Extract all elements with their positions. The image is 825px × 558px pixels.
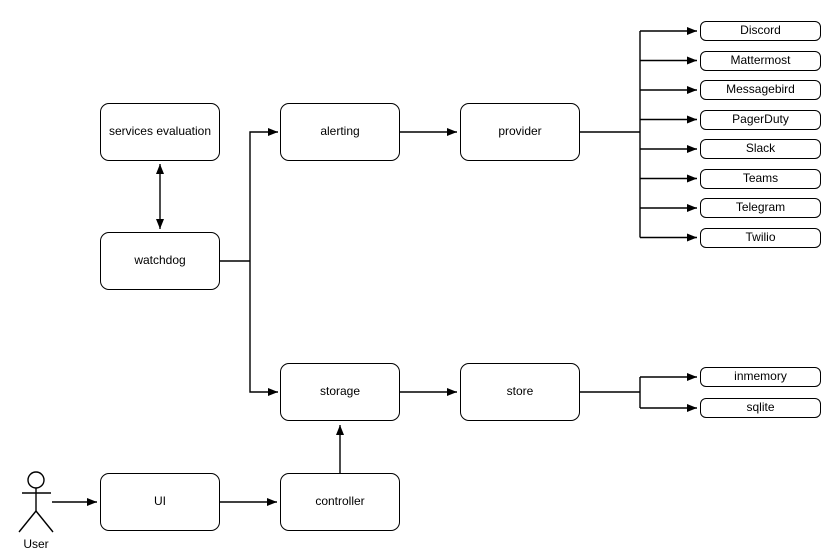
node-store-inmemory: inmemory: [700, 367, 821, 387]
node-provider-messagebird: Messagebird: [700, 80, 821, 100]
user-actor-label: User: [23, 537, 49, 551]
node-store-sqlite: sqlite: [700, 398, 821, 418]
node-alerting: alerting: [280, 103, 400, 161]
node-controller: controller: [280, 473, 400, 531]
node-provider-twilio: Twilio: [700, 227, 821, 248]
node-ui: UI: [100, 473, 220, 531]
edge-watchdog-alerting: [249, 128, 278, 261]
node-storage: storage: [280, 363, 400, 421]
node-provider: provider: [460, 103, 580, 161]
node-provider-teams: Teams: [700, 168, 821, 189]
node-provider-slack: Slack: [700, 139, 821, 159]
node-provider-mattermost: Mattermost: [700, 50, 821, 71]
edge-watchdog-storage: [249, 261, 278, 396]
node-watchdog: watchdog: [100, 232, 220, 290]
node-provider-telegram: Telegram: [700, 198, 821, 218]
node-store: store: [460, 363, 580, 421]
node-provider-discord: Discord: [700, 21, 821, 41]
user-actor-icon: [18, 471, 54, 533]
node-provider-pagerduty: PagerDuty: [700, 109, 821, 130]
node-services-evaluation: services evaluation: [100, 103, 220, 161]
